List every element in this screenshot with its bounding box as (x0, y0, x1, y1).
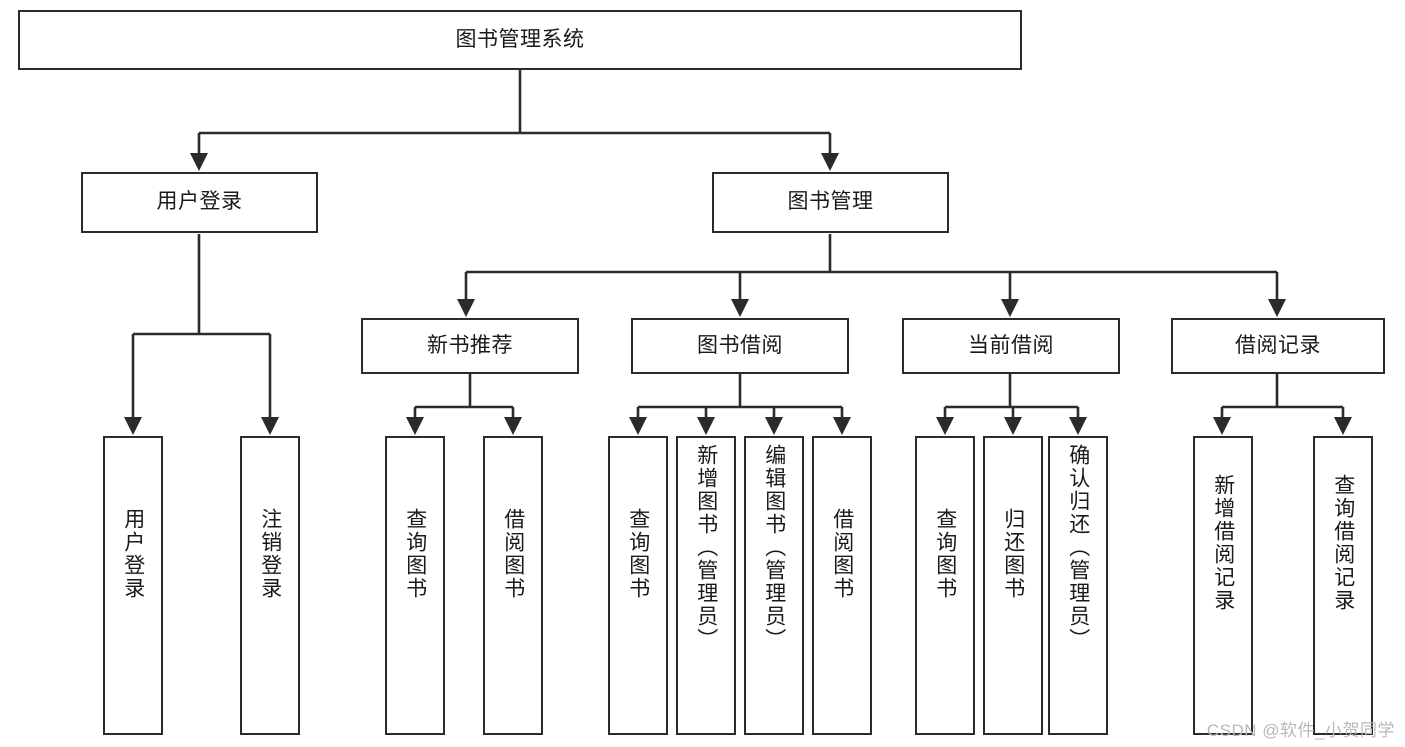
leaf-current-query-book-label: 查询图书 (933, 508, 957, 600)
leaf-current-return-book-label: 归还图书 (1001, 508, 1025, 600)
leaf-user-login-signout-label: 注销登录 (258, 508, 282, 600)
leaf-user-login-signin[interactable]: 用户登录 (103, 436, 163, 735)
leaf-borrow-edit-book[interactable]: 编辑图书（管理员） (744, 436, 804, 735)
node-borrow-records-label: 借阅记录 (1235, 333, 1321, 357)
leaf-borrow-add-book[interactable]: 新增图书（管理员） (676, 436, 736, 735)
node-current-borrow-label: 当前借阅 (968, 333, 1054, 357)
csdn-watermark: CSDN @软件_小贺同学 (1206, 721, 1395, 740)
leaf-borrow-add-book-label: 新增图书（管理员） (694, 444, 718, 651)
node-borrow-records[interactable]: 借阅记录 (1171, 318, 1385, 374)
node-new-book-recommend[interactable]: 新书推荐 (361, 318, 579, 374)
leaf-new-book-borrow-label: 借阅图书 (501, 508, 525, 600)
leaf-records-query-record[interactable]: 查询借阅记录 (1313, 436, 1373, 735)
leaf-new-book-query[interactable]: 查询图书 (385, 436, 445, 735)
node-new-book-recommend-label: 新书推荐 (427, 333, 513, 357)
leaf-current-confirm-return[interactable]: 确认归还（管理员） (1048, 436, 1108, 735)
node-user-login[interactable]: 用户登录 (81, 172, 318, 233)
leaf-records-query-record-label: 查询借阅记录 (1331, 474, 1355, 612)
leaf-user-login-signout[interactable]: 注销登录 (240, 436, 300, 735)
leaf-new-book-query-label: 查询图书 (403, 508, 427, 600)
node-root-label: 图书管理系统 (455, 27, 585, 51)
leaf-borrow-query-book-label: 查询图书 (626, 508, 650, 600)
leaf-current-query-book[interactable]: 查询图书 (915, 436, 975, 735)
leaf-current-return-book[interactable]: 归还图书 (983, 436, 1043, 735)
node-book-borrow[interactable]: 图书借阅 (631, 318, 849, 374)
leaf-borrow-edit-book-label: 编辑图书（管理员） (762, 444, 786, 651)
leaf-current-confirm-return-label: 确认归还（管理员） (1066, 444, 1090, 651)
node-current-borrow[interactable]: 当前借阅 (902, 318, 1120, 374)
leaf-records-add-record[interactable]: 新增借阅记录 (1193, 436, 1253, 735)
leaf-new-book-borrow[interactable]: 借阅图书 (483, 436, 543, 735)
node-root[interactable]: 图书管理系统 (18, 10, 1022, 70)
leaf-borrow-query-book[interactable]: 查询图书 (608, 436, 668, 735)
leaf-records-add-record-label: 新增借阅记录 (1211, 474, 1235, 612)
node-book-management[interactable]: 图书管理 (712, 172, 949, 233)
leaf-user-login-signin-label: 用户登录 (121, 508, 145, 600)
leaf-borrow-borrow-book[interactable]: 借阅图书 (812, 436, 872, 735)
node-user-login-label: 用户登录 (156, 190, 243, 214)
node-book-management-label: 图书管理 (787, 190, 874, 214)
node-book-borrow-label: 图书借阅 (697, 333, 783, 357)
leaf-borrow-borrow-book-label: 借阅图书 (830, 508, 854, 600)
